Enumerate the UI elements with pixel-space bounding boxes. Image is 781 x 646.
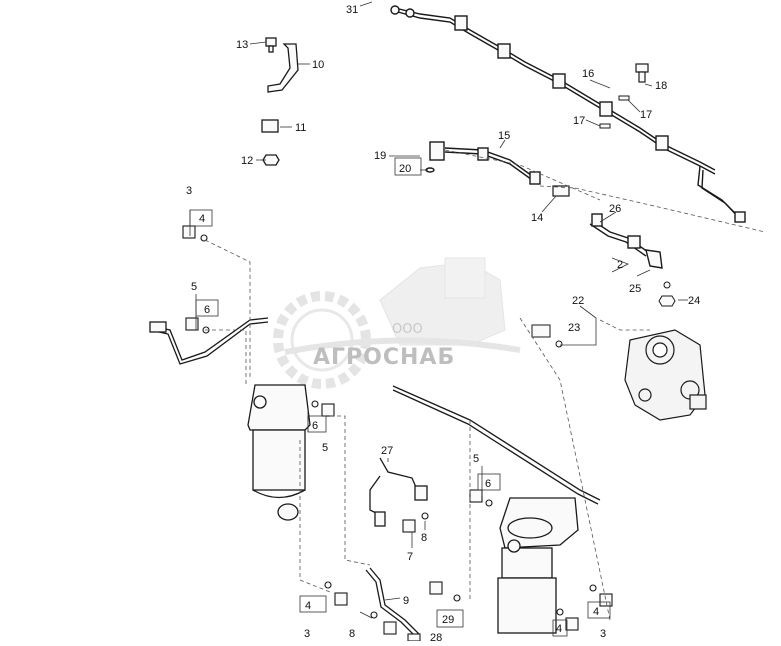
callout-5a: 5	[191, 281, 197, 293]
callout-17a: 17	[640, 109, 652, 121]
callout-8b: 8	[349, 628, 355, 640]
fitting-22-23	[531, 324, 563, 348]
callout-10: 10	[312, 59, 324, 71]
callout-3a: 3	[186, 185, 192, 197]
callout-15: 15	[498, 130, 510, 142]
callout-12: 12	[241, 155, 253, 167]
leaders	[189, 1, 688, 637]
fuel-line-15	[425, 141, 541, 185]
callout-6a: 6	[204, 304, 210, 316]
callout-29: 29	[442, 614, 454, 626]
callout-5b: 5	[322, 442, 328, 454]
callout-5c: 5	[473, 453, 479, 465]
callout-9: 9	[403, 595, 409, 607]
callout-4d: 4	[593, 606, 599, 618]
callout-4c: 4	[556, 623, 562, 635]
callout-24: 24	[688, 295, 700, 307]
fuel-pump	[624, 329, 707, 421]
callout-18: 18	[655, 80, 667, 92]
watermark-logo: ООО АГРОСНАБ	[273, 257, 521, 389]
fuel-tube-long	[392, 385, 601, 505]
bolt-18	[635, 63, 649, 83]
callout-labels: 31 13 10 11 12 16 18 17 17 15 19 20 14 2…	[186, 4, 700, 644]
callout-3c: 3	[600, 628, 606, 640]
callout-2: 2	[617, 259, 623, 271]
callout-3b: 3	[304, 628, 310, 640]
callout-17b: 17	[573, 115, 585, 127]
callout-7: 7	[407, 551, 413, 563]
callout-23: 23	[568, 322, 580, 334]
callout-25: 25	[629, 283, 641, 295]
callout-4a: 4	[199, 213, 205, 225]
callout-31: 31	[346, 4, 358, 16]
watermark-name: АГРОСНАБ	[313, 345, 455, 370]
callout-6c: 6	[485, 478, 491, 490]
fuel-line-harness	[390, 5, 746, 223]
fitting-14	[552, 185, 570, 197]
dashed-guides	[204, 149, 766, 621]
callout-22: 22	[572, 295, 584, 307]
fuel-line-9	[365, 567, 421, 638]
callout-6b: 6	[312, 420, 318, 432]
callout-26: 26	[609, 203, 621, 215]
callout-4b: 4	[305, 600, 311, 612]
callout-14: 14	[531, 212, 543, 224]
bracket-assembly	[261, 37, 299, 166]
fuel-line-27	[369, 457, 428, 527]
callout-8a: 8	[421, 532, 427, 544]
callout-19: 19	[374, 150, 386, 162]
watermark-brand: ООО	[392, 322, 423, 337]
callout-13: 13	[236, 39, 248, 51]
callout-11: 11	[295, 122, 306, 134]
callout-20: 20	[399, 163, 411, 175]
nut-24	[658, 281, 676, 307]
fuel-filter-right	[497, 497, 579, 634]
callout-27: 27	[381, 445, 393, 457]
callout-16: 16	[582, 68, 594, 80]
fuel-filter-left	[247, 384, 311, 521]
callout-28: 28	[430, 632, 442, 641]
fuel-line-26	[589, 213, 663, 269]
return-line-left	[149, 317, 269, 365]
